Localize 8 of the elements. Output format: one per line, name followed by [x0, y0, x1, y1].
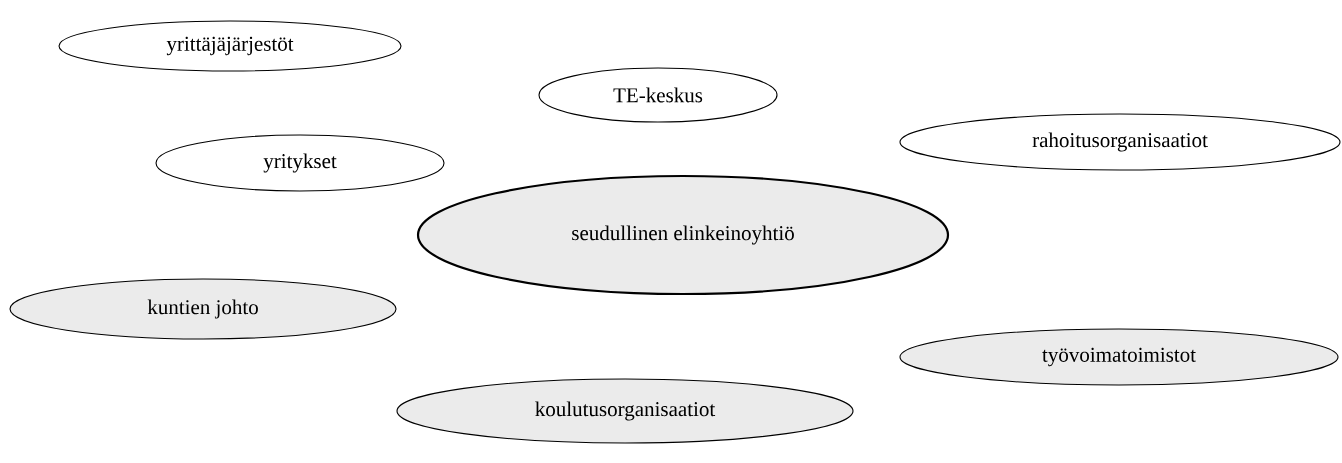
ellipse-node: työvoimatoimistot	[899, 328, 1339, 386]
ellipse-node: seudullinen elinkeinoyhtiö	[416, 174, 950, 296]
ellipse-node: koulutusorganisaatiot	[396, 378, 854, 444]
ellipse-node: yritykset	[155, 134, 445, 192]
ellipse-node: rahoitusorganisaatiot	[899, 113, 1341, 171]
ellipse-node: TE-keskus	[538, 67, 778, 123]
ellipse-node: yrittäjäjärjestöt	[58, 20, 402, 72]
ellipse-node: kuntien johto	[9, 278, 397, 340]
